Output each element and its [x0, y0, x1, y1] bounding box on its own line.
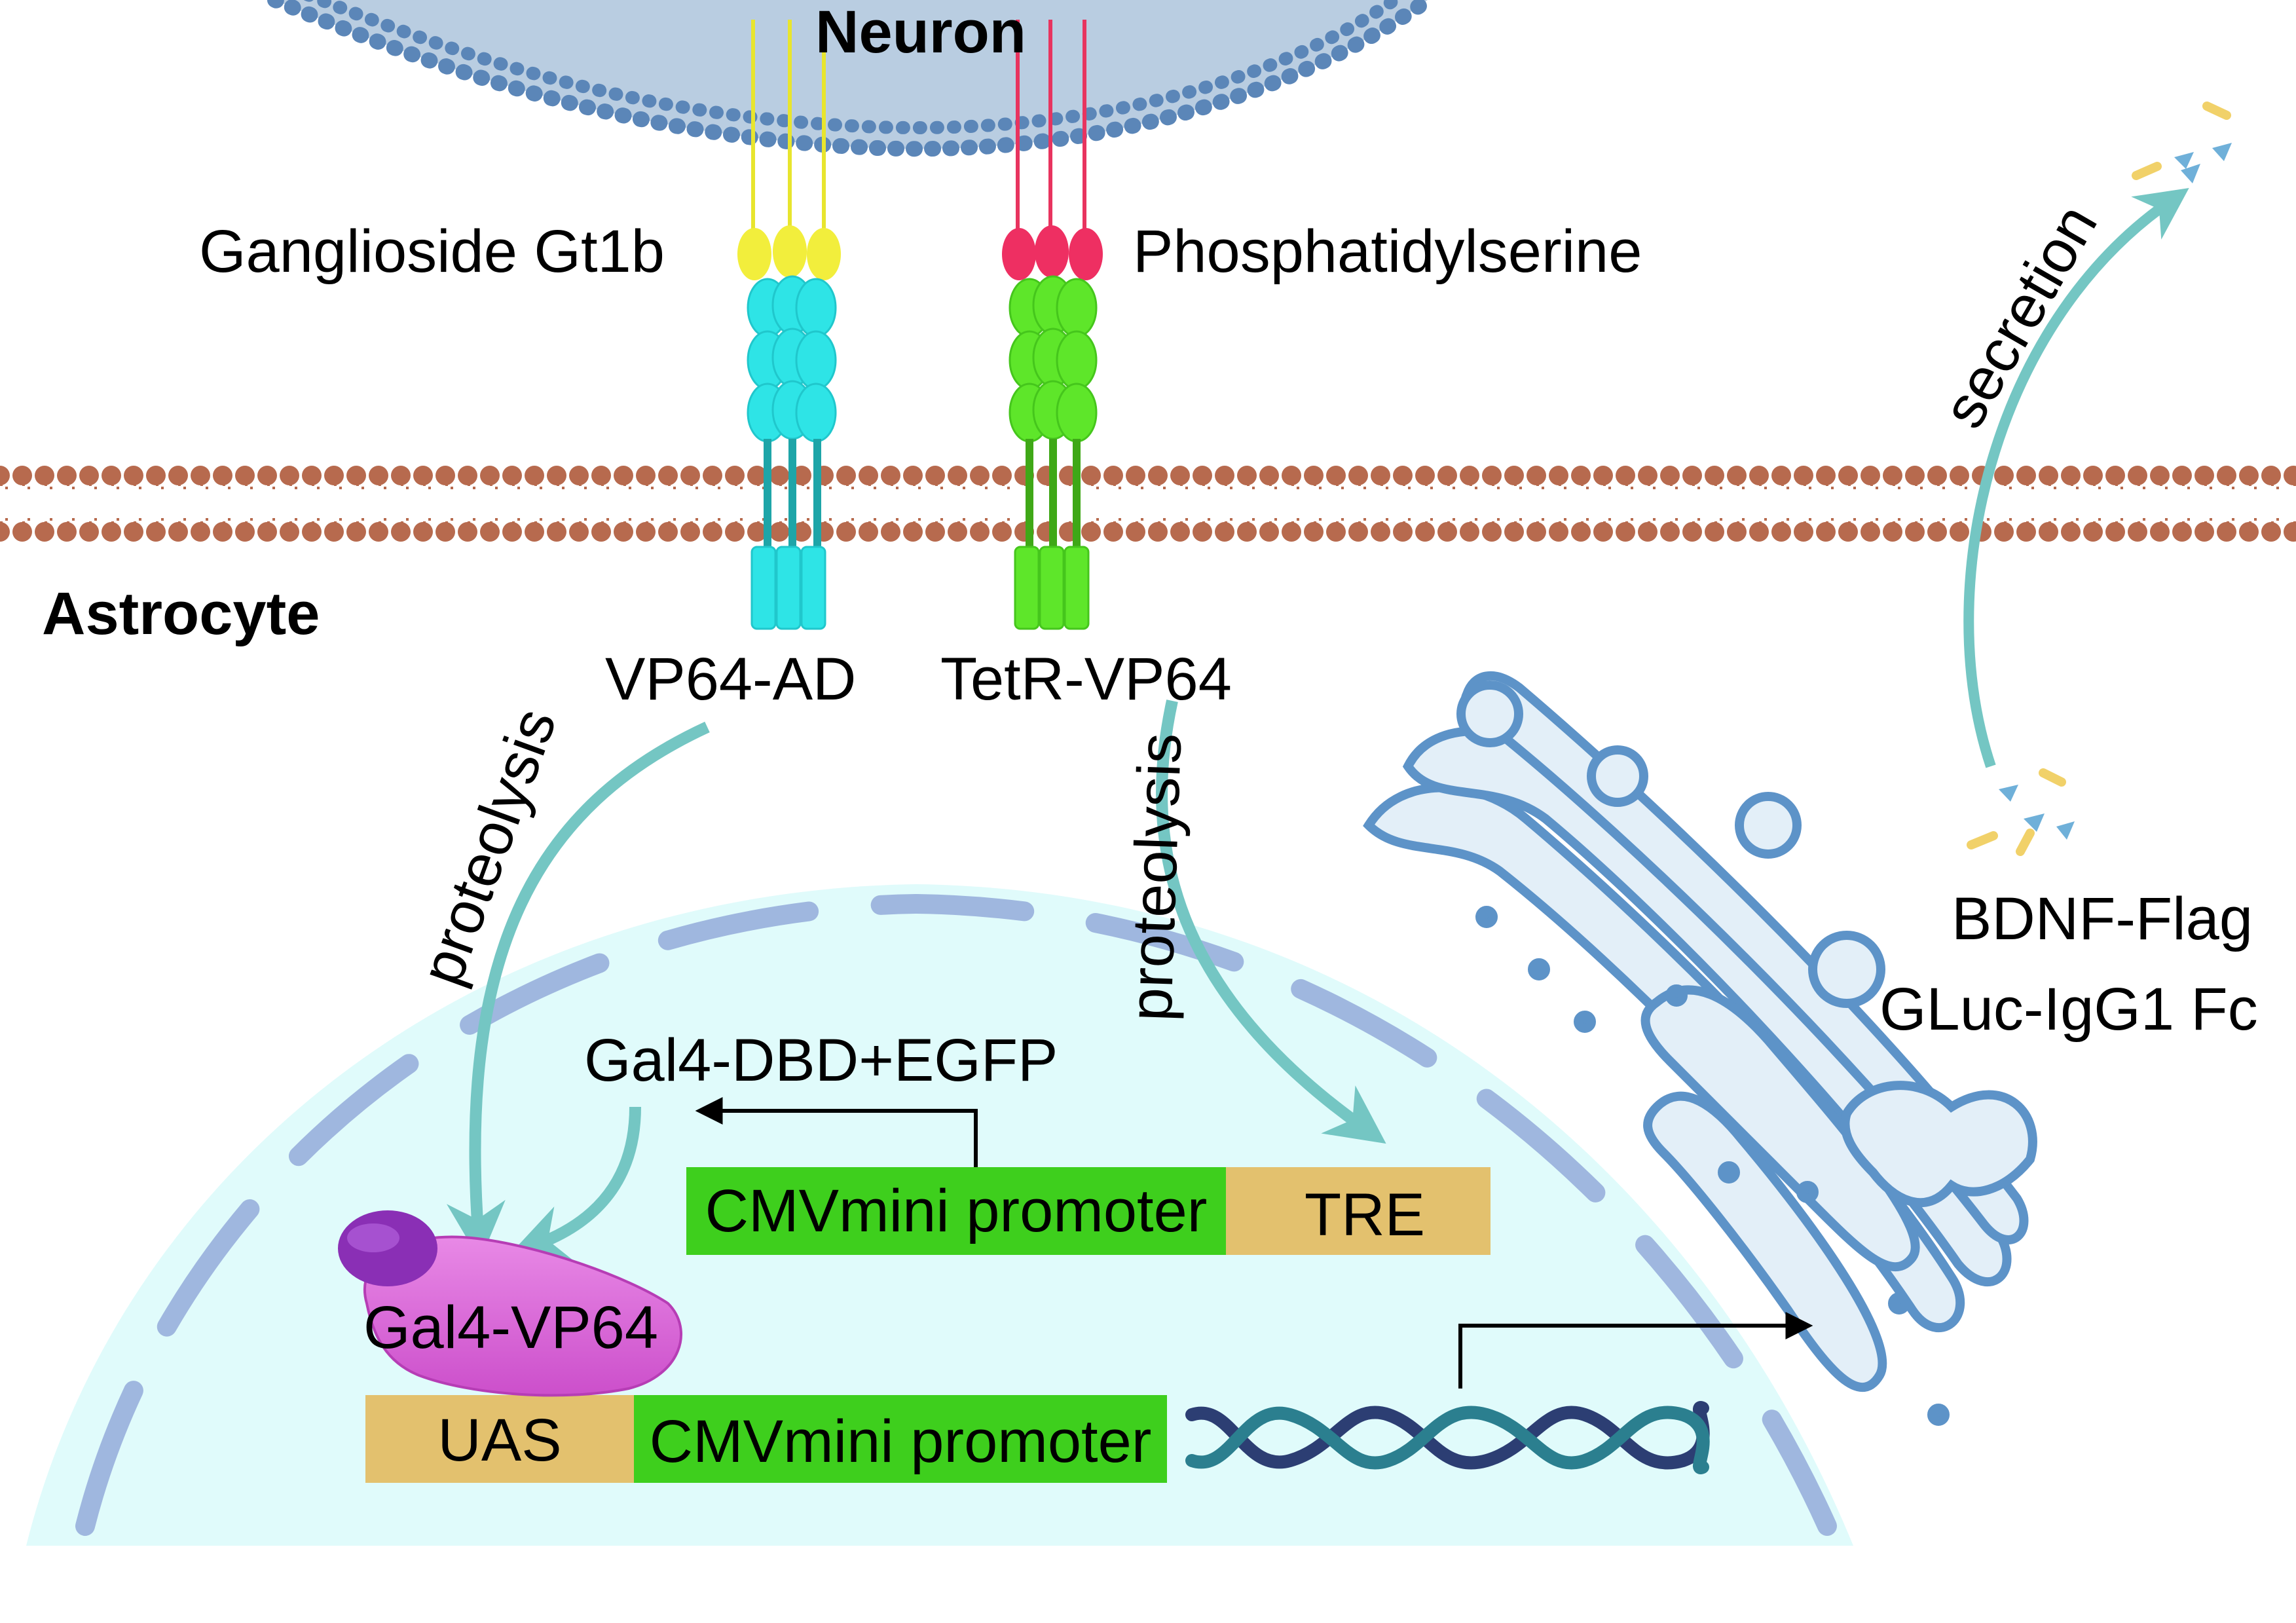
tetr-vp64-label: TetR-VP64: [940, 646, 1232, 713]
cmvmini-promoter-lower-box: [634, 1395, 1167, 1483]
gal4-dbd-egfp-label: Gal4-DBD+EGFP: [584, 1027, 1058, 1094]
synnotch-receptor-right: [1002, 20, 1103, 630]
tre-box: [1226, 1167, 1491, 1255]
uas-label: UAS: [437, 1407, 561, 1474]
construct-upper: [686, 1097, 1491, 1255]
golgi-apparatus-icon: [1363, 671, 2037, 1426]
tre-label: TRE: [1305, 1182, 1425, 1248]
astrocyte-membrane: [0, 466, 2296, 542]
proteolysis-label-left: proteolysis: [408, 700, 569, 994]
secreted-proteins-icon: [2132, 102, 2232, 183]
cmvmini-promoter-lower-label: CMVmini promoter: [650, 1408, 1152, 1475]
construct-lower: [365, 1312, 1813, 1483]
synnotch-receptor-left: [737, 20, 841, 630]
transcription-arrow-lower: [1458, 1312, 1813, 1389]
dna-helix-icon: [1185, 1401, 1710, 1474]
transcription-arrow-upper: [695, 1097, 978, 1167]
gal4-binding-arrow: [509, 1106, 641, 1262]
neuron-cell: [267, 0, 1435, 157]
neuron-label: Neuron: [815, 0, 1026, 65]
cmvmini-promoter-upper-box: [686, 1167, 1226, 1255]
gal4-vp64-label: Gal4-VP64: [363, 1294, 658, 1361]
astrocyte-label: Astrocyte: [42, 580, 320, 647]
secretion-arrow: [1963, 187, 2189, 768]
proteolysis-arrow-right: [1156, 700, 1386, 1144]
ganglioside-label: Ganglioside Gt1b: [199, 218, 665, 285]
uas-box: [365, 1395, 634, 1483]
phosphatidylserine-label: Phosphatidylserine: [1133, 218, 1642, 285]
cmvmini-promoter-upper-label: CMVmini promoter: [705, 1178, 1208, 1244]
secretion-label: secretion: [1930, 194, 2110, 439]
gluc-igg1-fc-label: GLuc-IgG1 Fc: [1879, 976, 2258, 1043]
vp64-ad-label: VP64-AD: [605, 646, 857, 713]
intracellular-proteins-icon: [1967, 768, 2075, 856]
proteolysis-arrow-left: [446, 721, 710, 1261]
proteolysis-label-right: proteolysis: [1117, 732, 1194, 1022]
gal4-vp64-protein-icon: [338, 1210, 682, 1397]
bdnf-flag-label: BDNF-Flag: [1952, 886, 2253, 952]
